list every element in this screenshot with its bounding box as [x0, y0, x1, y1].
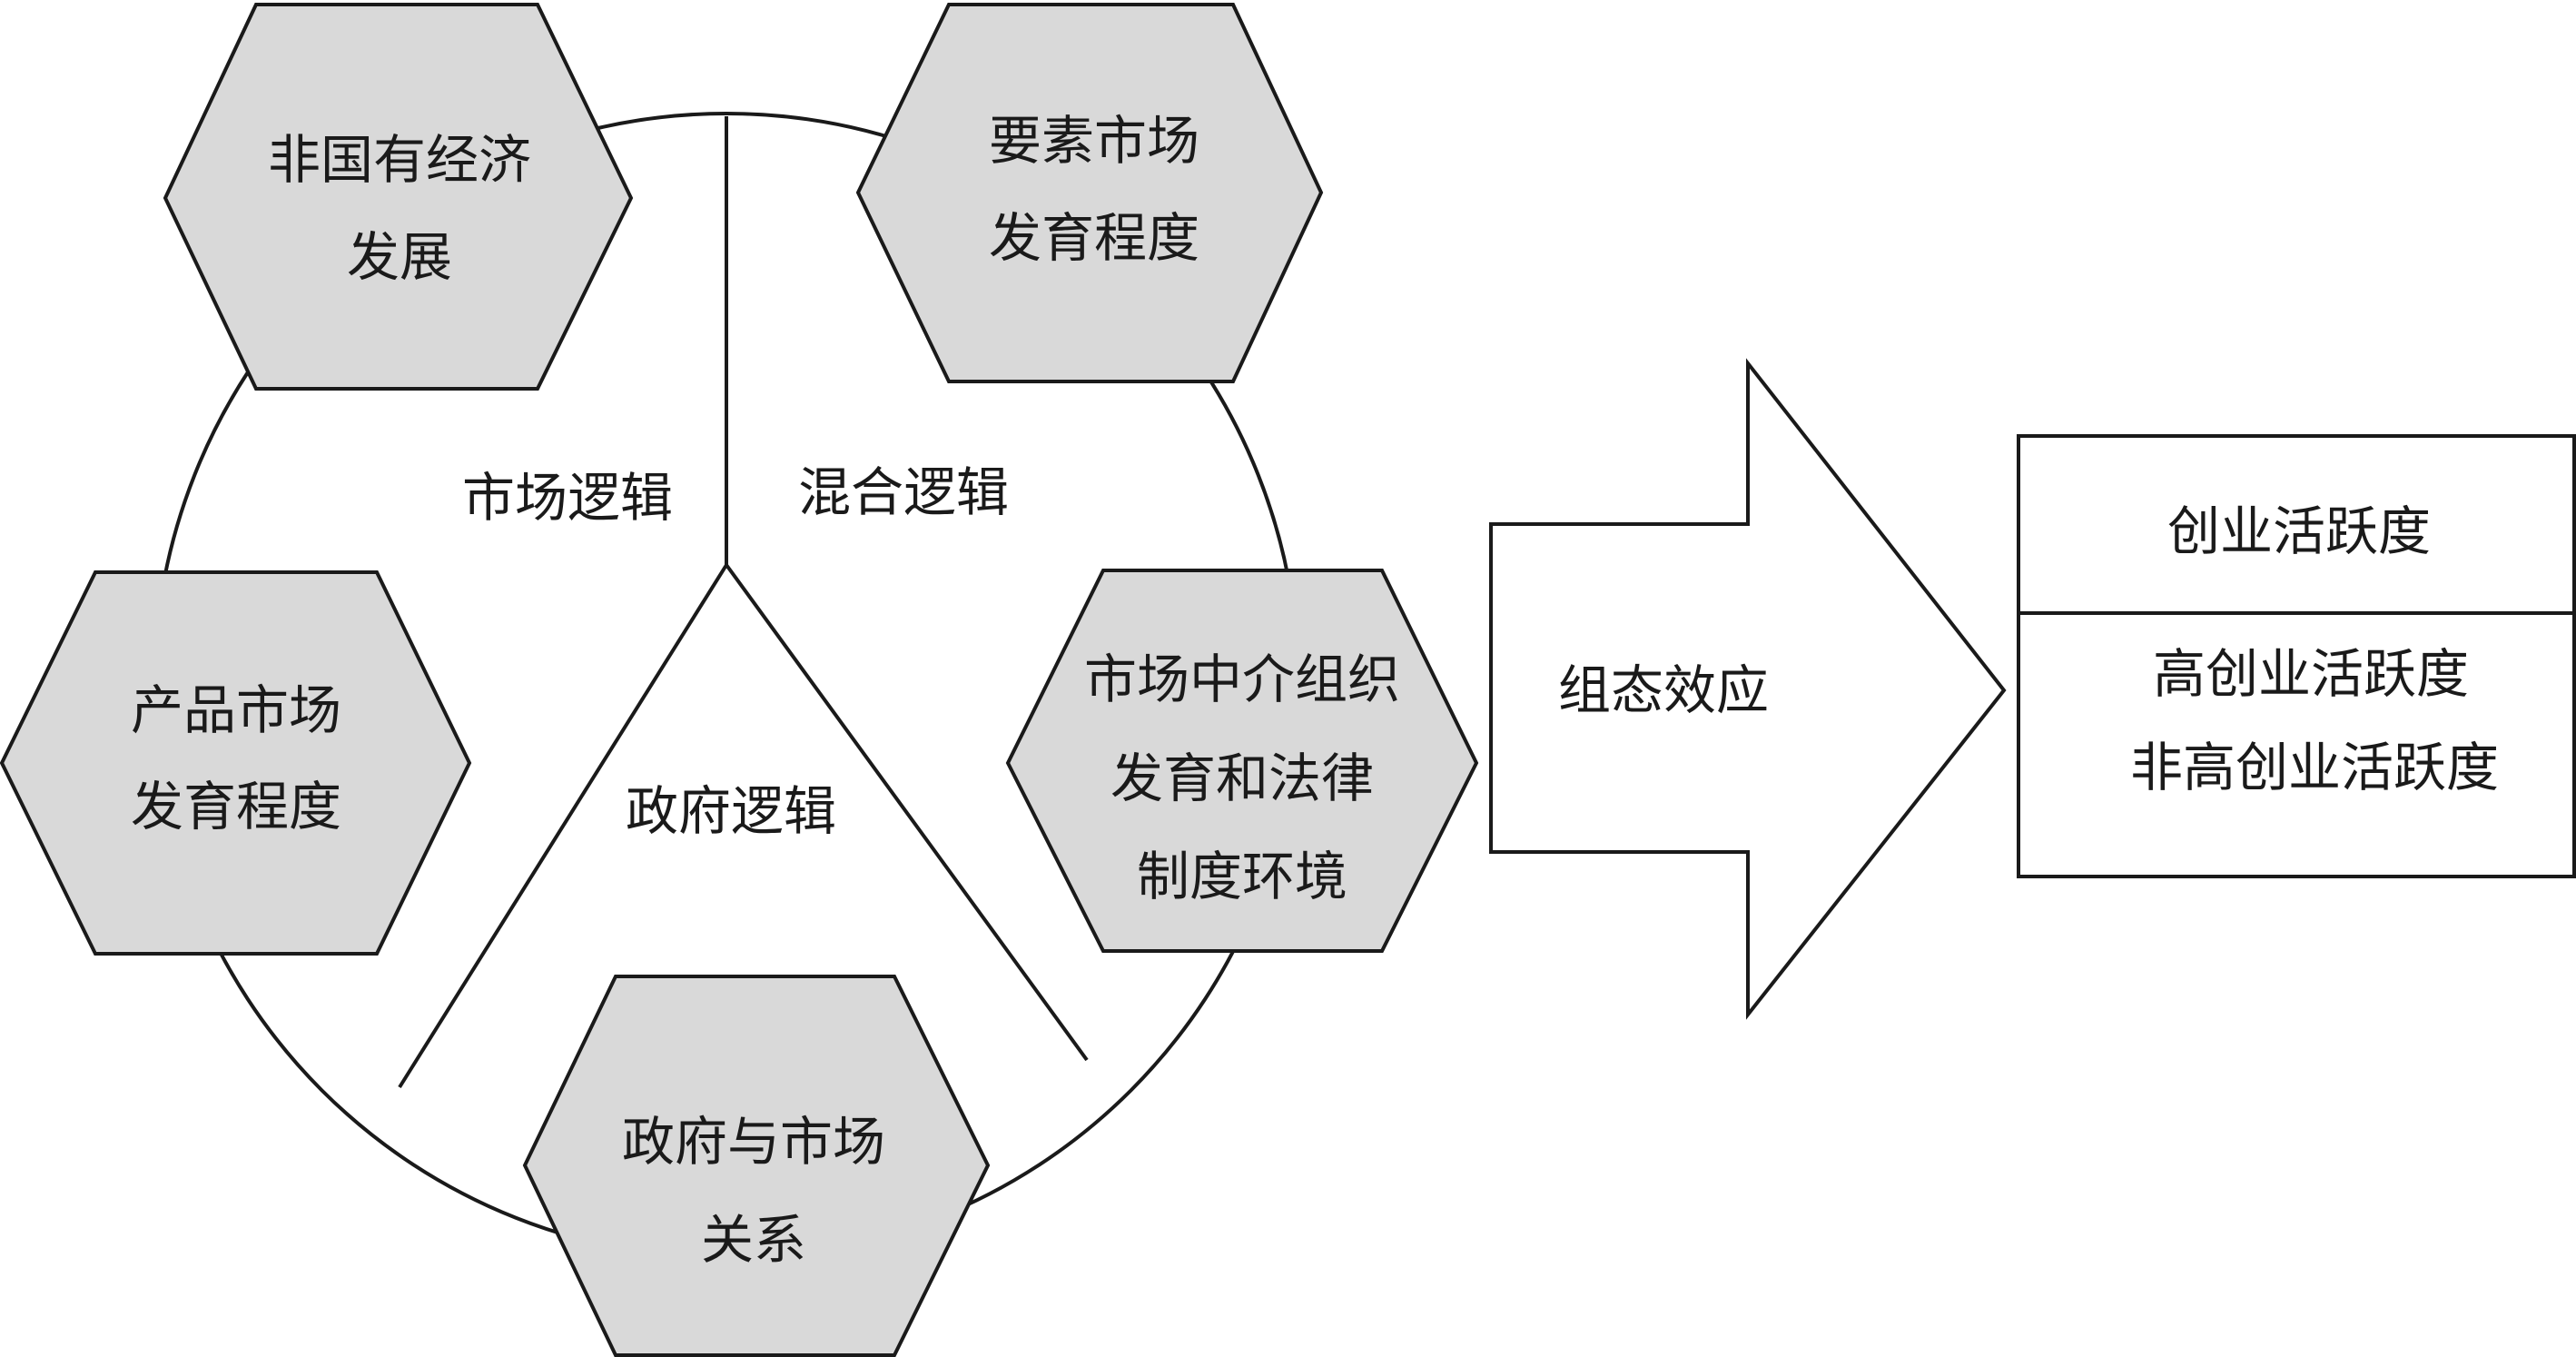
svg-text:产品市场: 产品市场	[131, 679, 341, 741]
svg-text:发展: 发展	[347, 226, 452, 288]
svg-text:发育程度: 发育程度	[131, 776, 341, 837]
configuration-effect-arrow: 组态效应	[1489, 358, 2007, 1020]
divider-left	[398, 563, 728, 1089]
hexagon-government-market: 政府与市场 关系	[522, 975, 991, 1357]
svg-text:政府与市场: 政府与市场	[622, 1111, 885, 1173]
svg-text:要素市场: 要素市场	[989, 110, 1199, 172]
outcome-non-high: 非高创业活跃度	[2130, 737, 2499, 798]
hexagon-intermediary-legal: 市场中介组织 发育和法律 制度环境	[1005, 569, 1479, 953]
outcome-high: 高创业活跃度	[2153, 643, 2469, 705]
hexagon-non-state-economy: 非国有经济 发展	[163, 2, 634, 391]
svg-text:关系: 关系	[701, 1209, 806, 1271]
configuration-effect-label: 组态效应	[1558, 659, 1769, 721]
market-logic-label: 市场逻辑	[462, 467, 673, 529]
svg-text:市场中介组织: 市场中介组织	[1084, 649, 1400, 710]
outcome-header: 创业活跃度	[2167, 500, 2431, 562]
outcome-box: 创业活跃度 高创业活跃度 非高创业活跃度	[2017, 434, 2576, 878]
svg-text:发育和法律: 发育和法律	[1110, 748, 1374, 809]
svg-text:制度环境: 制度环境	[1137, 846, 1347, 907]
mixed-logic-label: 混合逻辑	[798, 461, 1009, 523]
svg-text:发育程度: 发育程度	[989, 207, 1199, 269]
svg-text:非国有经济: 非国有经济	[268, 129, 531, 191]
government-logic-label: 政府逻辑	[626, 780, 836, 842]
divider-right	[725, 563, 1089, 1062]
hexagon-product-market: 产品市场 发育程度	[0, 570, 472, 956]
hexagon-factor-market: 要素市场 发育程度	[855, 3, 1324, 383]
